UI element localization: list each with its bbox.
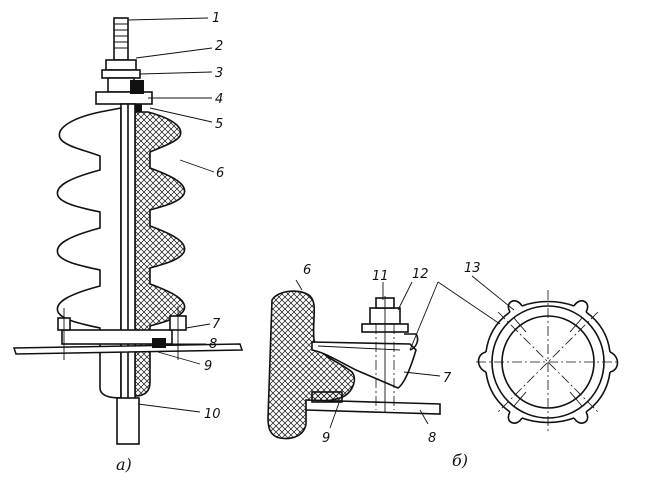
label-b11: 11 bbox=[372, 269, 389, 284]
mounting-plate bbox=[12, 306, 244, 360]
spring-ring-13 bbox=[404, 333, 419, 351]
label-b8: 8 bbox=[428, 431, 436, 446]
gasket-9 bbox=[311, 391, 343, 403]
label-b13: 13 bbox=[464, 261, 481, 276]
spring-ring-plan bbox=[476, 290, 620, 434]
label-3: 3 bbox=[215, 66, 223, 81]
label-b6: 6 bbox=[303, 263, 311, 278]
label-10: 10 bbox=[204, 407, 221, 422]
label-7: 7 bbox=[212, 317, 221, 332]
view-a-arrester bbox=[12, 17, 244, 445]
view-b-detail bbox=[267, 279, 501, 440]
porcelain-left-half bbox=[56, 107, 122, 399]
leaders-a bbox=[127, 17, 215, 413]
label-5: 5 bbox=[215, 117, 223, 132]
label-4: 4 bbox=[215, 92, 223, 107]
label-b12: 12 bbox=[412, 267, 429, 282]
labels-b: 6 11 12 13 7 9 8 б) bbox=[303, 261, 481, 470]
bottom-terminal bbox=[116, 397, 140, 445]
porcelain-right-half bbox=[134, 111, 186, 397]
leader-13-plan bbox=[471, 275, 515, 311]
porcelain-section bbox=[267, 290, 356, 440]
label-2: 2 bbox=[215, 39, 223, 54]
clamp-7 bbox=[311, 341, 417, 389]
caption-a: а) bbox=[116, 455, 132, 474]
label-6: 6 bbox=[216, 166, 224, 181]
caption-b: б) bbox=[452, 451, 468, 470]
bolt-nut bbox=[361, 296, 409, 412]
label-b7: 7 bbox=[443, 371, 452, 386]
labels-a: 1 2 3 4 5 6 7 8 9 10 а) bbox=[116, 11, 224, 474]
label-8: 8 bbox=[209, 337, 217, 352]
label-b9: 9 bbox=[322, 431, 330, 446]
label-9: 9 bbox=[204, 359, 212, 374]
label-1: 1 bbox=[212, 11, 220, 26]
